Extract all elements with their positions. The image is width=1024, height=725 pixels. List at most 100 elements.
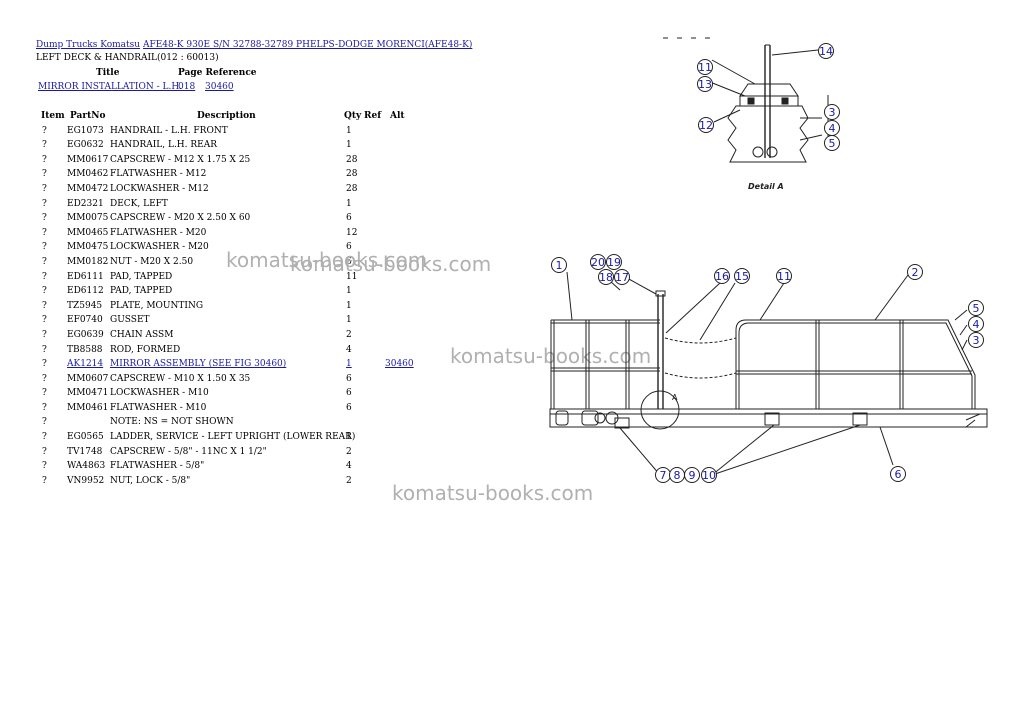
qty-cell: 6 [346,242,352,253]
callout-main-3: 18 [598,269,614,285]
callout-bubble [968,316,984,332]
callout-main-7: 11 [776,268,792,284]
callout-detail-4: 3 [824,104,840,120]
detail-a-caption: Detail A [748,182,784,191]
callout-detail-5: 4 [824,120,840,136]
qty-cell[interactable]: 1 [346,359,352,370]
col-description: Description [197,111,256,121]
breadcrumb-link-model[interactable]: AFE48-K 930E S/N 32788-32789 PHELPS-DODG… [142,40,473,50]
ref-title-link[interactable]: MIRROR INSTALLATION - L.H. [38,82,183,92]
callout-number: 13 [698,78,712,91]
partno-cell: TV1748 [67,446,103,457]
item-cell: ? [42,388,47,399]
callout-main-14: 9 [684,467,700,483]
callout-main-9: 5 [968,300,984,316]
item-cell: ? [42,402,47,413]
item-cell: ? [42,271,47,282]
callout-number: 7 [660,469,667,482]
partno-cell: MM0461 [67,402,109,413]
ref-header-page-reference: Page Reference [178,68,257,78]
item-cell: ? [42,169,47,180]
qty-cell: 1 [346,432,352,443]
ref-page-link[interactable]: 018 [178,82,196,92]
callout-number: 14 [819,45,833,58]
qty-cell: 6 [346,256,352,267]
breadcrumb-link-category[interactable]: Dump Trucks Komatsu [36,40,141,50]
callout-number: 6 [895,468,902,481]
callout-main-5: 16 [714,268,730,284]
description-cell[interactable]: MIRROR ASSEMBLY (SEE FIG 30460) [110,359,287,370]
watermark: komatsu-books.com [226,248,428,272]
item-cell: ? [42,125,47,136]
partno-cell: MM0471 [67,388,109,399]
callout-number: 9 [689,469,696,482]
description-cell: LOCKWASHER - M20 [110,242,209,253]
callout-number: 11 [777,270,791,283]
partno-cell: EG0565 [67,432,104,443]
ref-number-link[interactable]: 30460 [205,82,234,92]
qty-cell: 1 [346,300,352,311]
partno-cell: MM0462 [67,169,109,180]
col-partno: PartNo [70,111,106,121]
item-cell: ? [42,227,47,238]
callout-number: 16 [715,270,729,283]
partno-cell: MM0075 [67,213,109,224]
callout-bubble [614,269,630,285]
qty-cell: 2 [346,475,352,486]
qty-cell: 6 [346,213,352,224]
callout-number: 17 [615,271,629,284]
callout-number: 4 [829,122,836,135]
description-cell: LOCKWASHER - M12 [110,183,209,194]
partno-cell[interactable]: AK1214 [67,359,104,370]
partno-cell: MM0475 [67,242,109,253]
description-cell: CHAIN ASSM [110,329,174,340]
callout-number: 15 [735,270,749,283]
section-title: LEFT DECK & HANDRAIL(012 : 60013) [36,53,219,63]
item-cell: ? [42,329,47,340]
partno-cell: ED6112 [67,286,104,297]
item-cell: ? [42,198,47,209]
partno-cell: EG0639 [67,329,104,340]
description-cell: DECK, LEFT [110,198,168,209]
ref-cell[interactable]: 30460 [385,359,414,370]
qty-cell: 1 [346,198,352,209]
qty-cell: 28 [346,154,358,165]
callout-number: 2 [912,266,919,279]
callout-number: 5 [973,302,980,315]
callout-number: 3 [973,334,980,347]
description-cell: LADDER, SERVICE - LEFT UPRIGHT (LOWER RE… [110,432,356,443]
breadcrumb: Dump Trucks Komatsu AFE48-K 930E S/N 327… [36,40,472,51]
callout-main-0: 1 [551,257,567,273]
item-cell: ? [42,475,47,486]
qty-cell: 2 [346,329,352,340]
description-cell: CAPSCREW - M12 X 1.75 X 25 [110,154,251,165]
callout-number: 5 [829,137,836,150]
callout-bubble [776,268,792,284]
partno-cell: EG1073 [67,125,104,136]
item-cell: ? [42,256,47,267]
partno-cell: MM0182 [67,256,109,267]
partno-cell: EG0632 [67,140,104,151]
callout-number: 4 [973,318,980,331]
partno-cell: TB8588 [67,344,103,355]
partno-cell: ED6111 [67,271,104,282]
callout-number: 18 [599,271,613,284]
item-cell: ? [42,432,47,443]
description-cell: FLATWASHER - M10 [110,402,207,413]
callout-main-2: 19 [606,254,622,270]
partno-cell: MM0465 [67,227,109,238]
callout-main-16: 6 [890,466,906,482]
item-cell: ? [42,154,47,165]
partno-cell: WA4863 [67,461,106,472]
callout-main-12: 7 [655,467,671,483]
description-cell: ROD, FORMED [110,344,181,355]
description-cell: CAPSCREW - 5/8" - 11NC X 1 1/2" [110,446,267,457]
callout-main-4: 17 [614,269,630,285]
item-cell: ? [42,183,47,194]
qty-cell: 1 [346,286,352,297]
callout-main-1: 20 [590,254,606,270]
description-cell: NUT - M20 X 2.50 [110,256,194,267]
partno-cell: MM0472 [67,183,109,194]
callout-number: 10 [702,469,716,482]
